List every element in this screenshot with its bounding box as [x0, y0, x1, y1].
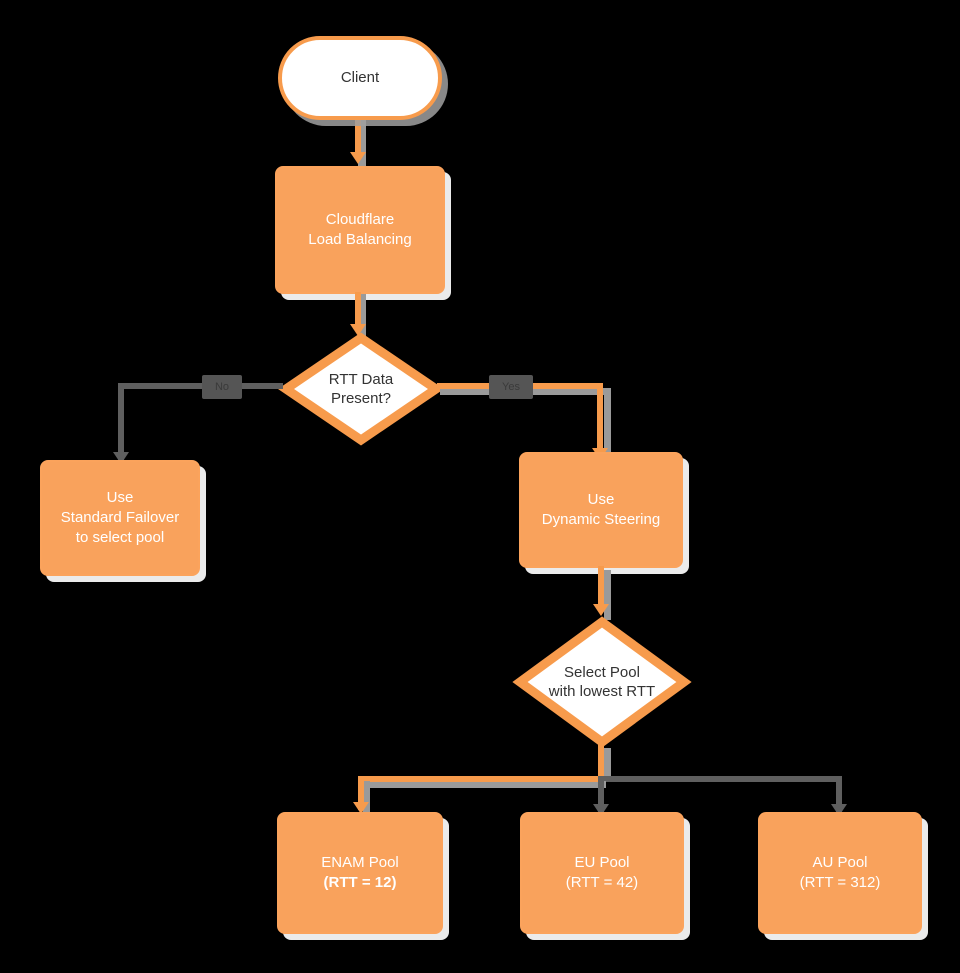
- node-load-balancing-line2: Load Balancing: [308, 231, 412, 248]
- node-rtt-decision-line1: RTT Data: [328, 370, 394, 388]
- node-enam-pool-line1: ENAM Pool: [321, 854, 399, 872]
- node-eu-pool-line1: EU Pool: [574, 854, 630, 872]
- node-dynamic-steering-text: Use Dynamic Steering: [542, 490, 660, 530]
- node-standard-failover-line2: Standard Failover: [60, 509, 180, 527]
- rtt-decision-diamond-shape: [278, 332, 444, 446]
- edge-load-balancing-to-rtt-decision: [355, 292, 361, 328]
- node-rtt-decision[interactable]: RTT Data Present?: [278, 328, 444, 450]
- node-au-pool-text: AU Pool (RTT = 312): [800, 853, 881, 893]
- node-dynamic-steering-line1: Use: [587, 491, 615, 509]
- edge-select-pool-to-au: [836, 776, 842, 812]
- node-eu-pool-line2: (RTT = 42): [565, 874, 639, 891]
- node-au-pool-line2: (RTT = 312): [799, 874, 881, 891]
- node-select-pool-line2: with lowest RTT: [548, 683, 656, 700]
- node-client[interactable]: Client: [278, 36, 442, 120]
- edge-dynamic-steering-to-select-pool: [598, 566, 604, 610]
- node-load-balancing-text: Cloudflare Load Balancing: [308, 210, 411, 250]
- edge-shadow-rtt-yes-vertical: [604, 388, 611, 460]
- select-pool-diamond-shape: [512, 616, 692, 748]
- edge-shadow-ds-selectpool: [604, 570, 611, 620]
- node-au-pool-line1: AU Pool: [812, 854, 868, 872]
- node-enam-pool[interactable]: ENAM Pool (RTT = 12): [277, 812, 443, 934]
- node-select-pool[interactable]: Select Pool with lowest RTT: [512, 612, 692, 752]
- node-standard-failover[interactable]: Use Standard Failover to select pool: [40, 460, 200, 576]
- node-enam-pool-line2: (RTT = 12): [323, 874, 397, 891]
- edge-label-rtt-no: No: [202, 375, 242, 399]
- arrow-dynamic-steering-to-select-pool: [593, 604, 609, 616]
- edge-shadow-client-lb: [358, 118, 366, 166]
- node-dynamic-steering-line2: Dynamic Steering: [541, 511, 661, 528]
- edge-shadow-selectpool-trunk: [604, 748, 611, 782]
- node-load-balancing-line1: Cloudflare: [325, 211, 395, 229]
- edge-label-rtt-yes: Yes: [489, 375, 533, 399]
- node-standard-failover-line3: to select pool: [75, 528, 165, 546]
- edge-client-to-load-balancing: [355, 114, 361, 158]
- arrow-select-pool-to-enam: [353, 802, 369, 814]
- edge-shadow-enam-drop: [363, 781, 370, 817]
- edge-rtt-no-horizontal: [118, 383, 283, 389]
- edge-select-pool-to-enam: [358, 776, 364, 810]
- edge-select-pool-to-eu: [598, 776, 604, 812]
- edge-select-pool-bus-left: [358, 776, 603, 782]
- node-enam-pool-text: ENAM Pool (RTT = 12): [321, 853, 399, 893]
- edge-shadow-selectpool-bus-left: [363, 781, 606, 788]
- arrow-client-to-load-balancing: [350, 152, 366, 164]
- edge-select-pool-bus-right: [598, 776, 840, 782]
- node-dynamic-steering[interactable]: Use Dynamic Steering: [519, 452, 683, 568]
- node-eu-pool-text: EU Pool (RTT = 42): [566, 853, 638, 893]
- node-eu-pool[interactable]: EU Pool (RTT = 42): [520, 812, 684, 934]
- node-rtt-decision-line2: Present?: [330, 390, 392, 407]
- node-standard-failover-text: Use Standard Failover to select pool: [61, 488, 179, 547]
- node-au-pool[interactable]: AU Pool (RTT = 312): [758, 812, 922, 934]
- node-load-balancing[interactable]: Cloudflare Load Balancing: [275, 166, 445, 294]
- edge-rtt-yes-vertical: [597, 383, 603, 459]
- node-select-pool-line1: Select Pool: [564, 663, 640, 681]
- edge-rtt-no-vertical: [118, 383, 124, 463]
- node-client-label: Client: [340, 69, 380, 87]
- edge-select-pool-trunk: [598, 744, 604, 778]
- node-rtt-decision-text: RTT Data Present?: [329, 370, 393, 409]
- node-standard-failover-line1: Use: [106, 489, 134, 507]
- node-select-pool-text: Select Pool with lowest RTT: [549, 663, 655, 702]
- arrow-load-balancing-to-rtt-decision: [350, 324, 366, 336]
- edge-shadow-lb-rtt: [358, 294, 366, 338]
